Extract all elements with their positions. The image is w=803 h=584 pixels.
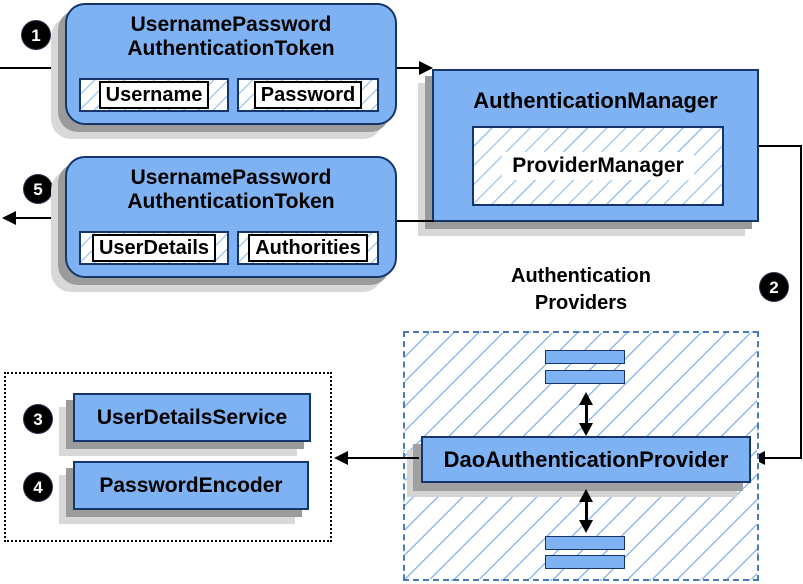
provider-stack-bar <box>545 555 625 569</box>
authentication-manager-title: AuthenticationManager <box>473 88 718 113</box>
incoming-request-line <box>0 67 66 69</box>
step-badge-5: 5 <box>24 175 52 203</box>
providers-label-line2: Providers <box>534 292 628 314</box>
provider-stack-bar <box>545 370 625 384</box>
result-token-title-line2: AuthenticationToken <box>127 190 335 213</box>
password-field-box: Password <box>237 78 379 112</box>
arrow-left-icon <box>334 451 348 465</box>
result-token-title-line1: UsernamePassword <box>130 166 332 189</box>
step-badge-1: 1 <box>22 21 50 49</box>
password-encoder-label: PasswordEncoder <box>99 473 283 497</box>
step-badge-3: 3 <box>24 405 52 433</box>
username-field-box: Username <box>79 78 229 112</box>
authorities-field-box: Authorities <box>237 231 379 265</box>
provider-manager-node: ProviderManager <box>472 126 724 206</box>
arrow-right-icon <box>419 61 433 75</box>
request-token-title-line2: AuthenticationToken <box>127 37 335 60</box>
authentication-manager-node: AuthenticationManager ProviderManager <box>432 69 759 222</box>
user-details-service-label: UserDetailsService <box>96 405 288 429</box>
step-badge-4: 4 <box>24 473 52 501</box>
provider-stack-bar <box>545 350 625 364</box>
providers-label-line1: Authentication <box>511 265 651 287</box>
dao-authentication-provider-node: DaoAuthenticationProvider <box>421 436 751 483</box>
result-outgoing-line <box>8 217 66 219</box>
manager-right-line <box>759 145 802 147</box>
manager-to-result-line <box>397 220 434 222</box>
arrow-left-icon <box>2 211 16 225</box>
token-to-manager-line <box>396 67 422 69</box>
request-token-title-line1: UsernamePassword <box>130 13 332 36</box>
username-field-label: Username <box>98 81 210 109</box>
provider-stack-bar <box>545 536 625 550</box>
to-dao-line <box>763 457 802 459</box>
result-token-node: UsernamePassword AuthenticationToken Use… <box>65 156 397 278</box>
collaborators-container <box>4 372 332 542</box>
userdetails-field-label: UserDetails <box>91 234 217 262</box>
request-token-node: UsernamePassword AuthenticationToken Use… <box>65 3 397 125</box>
user-details-service-node: UserDetailsService <box>73 393 311 442</box>
right-vertical-line <box>800 145 802 459</box>
providers-container: DaoAuthenticationProvider <box>403 331 759 581</box>
double-arrow-icon <box>579 489 593 533</box>
provider-manager-label: ProviderManager <box>502 152 694 180</box>
step-badge-2: 2 <box>760 273 788 301</box>
dao-to-collaborators-line <box>346 457 419 459</box>
providers-group-label: Authentication Providers <box>431 263 731 317</box>
userdetails-field-box: UserDetails <box>79 231 229 265</box>
authorities-field-label: Authorities <box>248 234 368 262</box>
double-arrow-icon <box>579 392 593 436</box>
password-encoder-node: PasswordEncoder <box>73 461 309 510</box>
dao-authentication-provider-label: DaoAuthenticationProvider <box>443 446 729 472</box>
password-field-label: Password <box>253 81 363 109</box>
